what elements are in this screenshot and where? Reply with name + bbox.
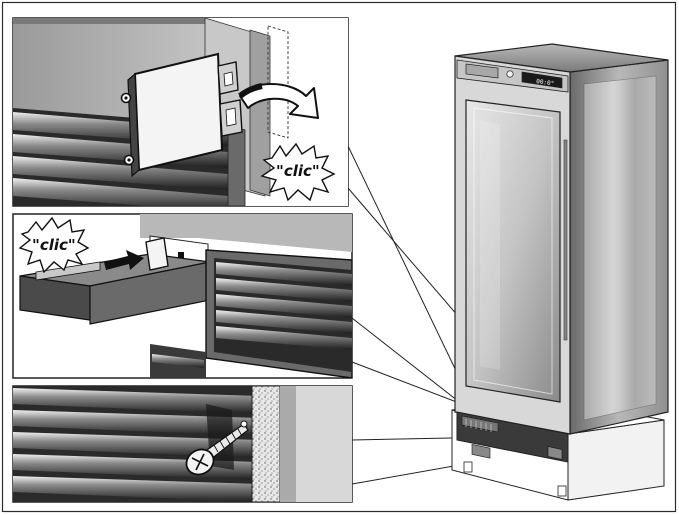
power-knob-icon	[506, 70, 514, 78]
push-arrow-icon	[104, 250, 144, 270]
rotate-arrow-icon	[238, 83, 319, 119]
hinge-plate	[120, 52, 243, 178]
clic-label-2: "clic"	[32, 236, 76, 254]
screw-icon	[185, 423, 249, 476]
appliance: 00:0°	[451, 43, 669, 501]
clic-burst-2: "clic"	[18, 216, 90, 274]
detail-panel-bracket: "clic"	[12, 213, 353, 379]
grille-slats	[216, 262, 352, 350]
bracket-clip	[145, 237, 169, 271]
detail-panel-hinge: "clic"	[12, 17, 349, 207]
display-readout: 00:0°	[536, 78, 555, 87]
detail-panel-screw	[12, 385, 353, 503]
control-display	[521, 71, 563, 89]
clic-label-1: "clic"	[276, 162, 320, 180]
clic-burst-1: "clic"	[260, 142, 336, 202]
